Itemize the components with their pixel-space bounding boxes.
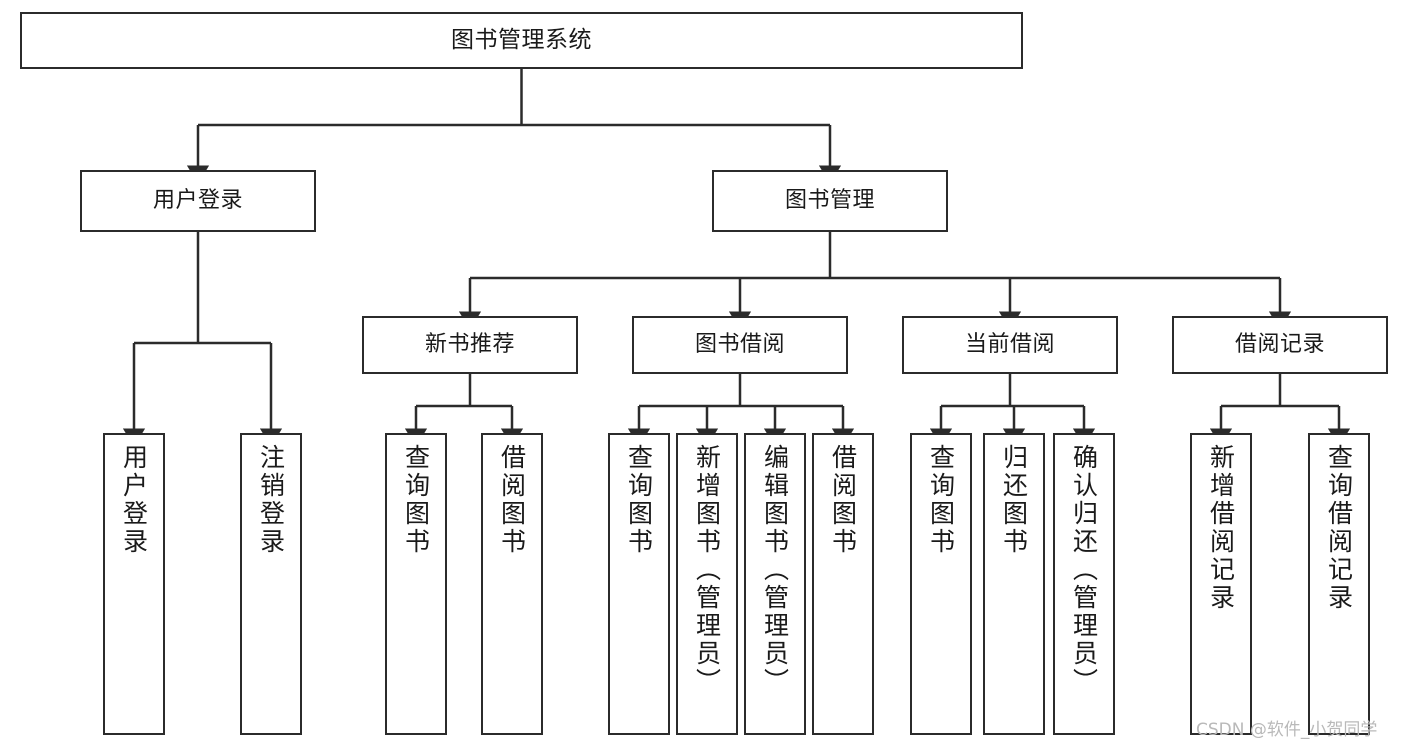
- node-label: 图书管理: [784, 188, 875, 214]
- node-leaf-user-login[interactable]: 用户登录: [103, 433, 165, 735]
- node-label: 当前借阅: [964, 332, 1055, 358]
- node-newbook[interactable]: 新书推荐: [362, 316, 578, 374]
- node-current[interactable]: 当前借阅: [902, 316, 1118, 374]
- node-label: 图书管理系统: [451, 26, 592, 53]
- node-label: 查询图书: [624, 444, 654, 556]
- node-label: 查询图书: [926, 444, 956, 556]
- node-leaf-logout[interactable]: 注销登录: [240, 433, 302, 735]
- node-label: 编辑图书（管理员）: [760, 444, 790, 696]
- node-borrow[interactable]: 图书借阅: [632, 316, 848, 374]
- node-leaf-bk-borrow[interactable]: 借阅图书: [812, 433, 874, 735]
- node-root[interactable]: 图书管理系统: [20, 12, 1023, 69]
- node-label: 借阅图书: [497, 444, 527, 556]
- node-leaf-bk-query[interactable]: 查询图书: [608, 433, 670, 735]
- node-label: 用户登录: [119, 444, 149, 556]
- node-label: 查询借阅记录: [1324, 444, 1354, 612]
- node-leaf-bk-edit[interactable]: 编辑图书（管理员）: [744, 433, 806, 735]
- node-records[interactable]: 借阅记录: [1172, 316, 1388, 374]
- node-label: 借阅图书: [828, 444, 858, 556]
- node-label: 用户登录: [152, 188, 243, 214]
- node-leaf-bk-add[interactable]: 新增图书（管理员）: [676, 433, 738, 735]
- node-login[interactable]: 用户登录: [80, 170, 316, 232]
- node-leaf-cur-query[interactable]: 查询图书: [910, 433, 972, 735]
- node-label: 归还图书: [999, 444, 1029, 556]
- node-label: 新增图书（管理员）: [692, 444, 722, 696]
- node-leaf-nb-query[interactable]: 查询图书: [385, 433, 447, 735]
- node-label: 借阅记录: [1234, 332, 1325, 358]
- node-leaf-rec-query[interactable]: 查询借阅记录: [1308, 433, 1370, 735]
- node-label: 注销登录: [256, 444, 286, 556]
- node-leaf-nb-borrow[interactable]: 借阅图书: [481, 433, 543, 735]
- node-label: 查询图书: [401, 444, 431, 556]
- node-leaf-cur-confirm[interactable]: 确认归还（管理员）: [1053, 433, 1115, 735]
- csdn-watermark: CSDN @软件_小贺同学: [1196, 720, 1378, 740]
- node-leaf-rec-add[interactable]: 新增借阅记录: [1190, 433, 1252, 735]
- node-label: 确认归还（管理员）: [1069, 444, 1099, 696]
- node-label: 图书借阅: [694, 332, 785, 358]
- node-label: 新增借阅记录: [1206, 444, 1236, 612]
- node-label: 新书推荐: [424, 332, 515, 358]
- node-bookmgmt[interactable]: 图书管理: [712, 170, 948, 232]
- node-leaf-cur-return[interactable]: 归还图书: [983, 433, 1045, 735]
